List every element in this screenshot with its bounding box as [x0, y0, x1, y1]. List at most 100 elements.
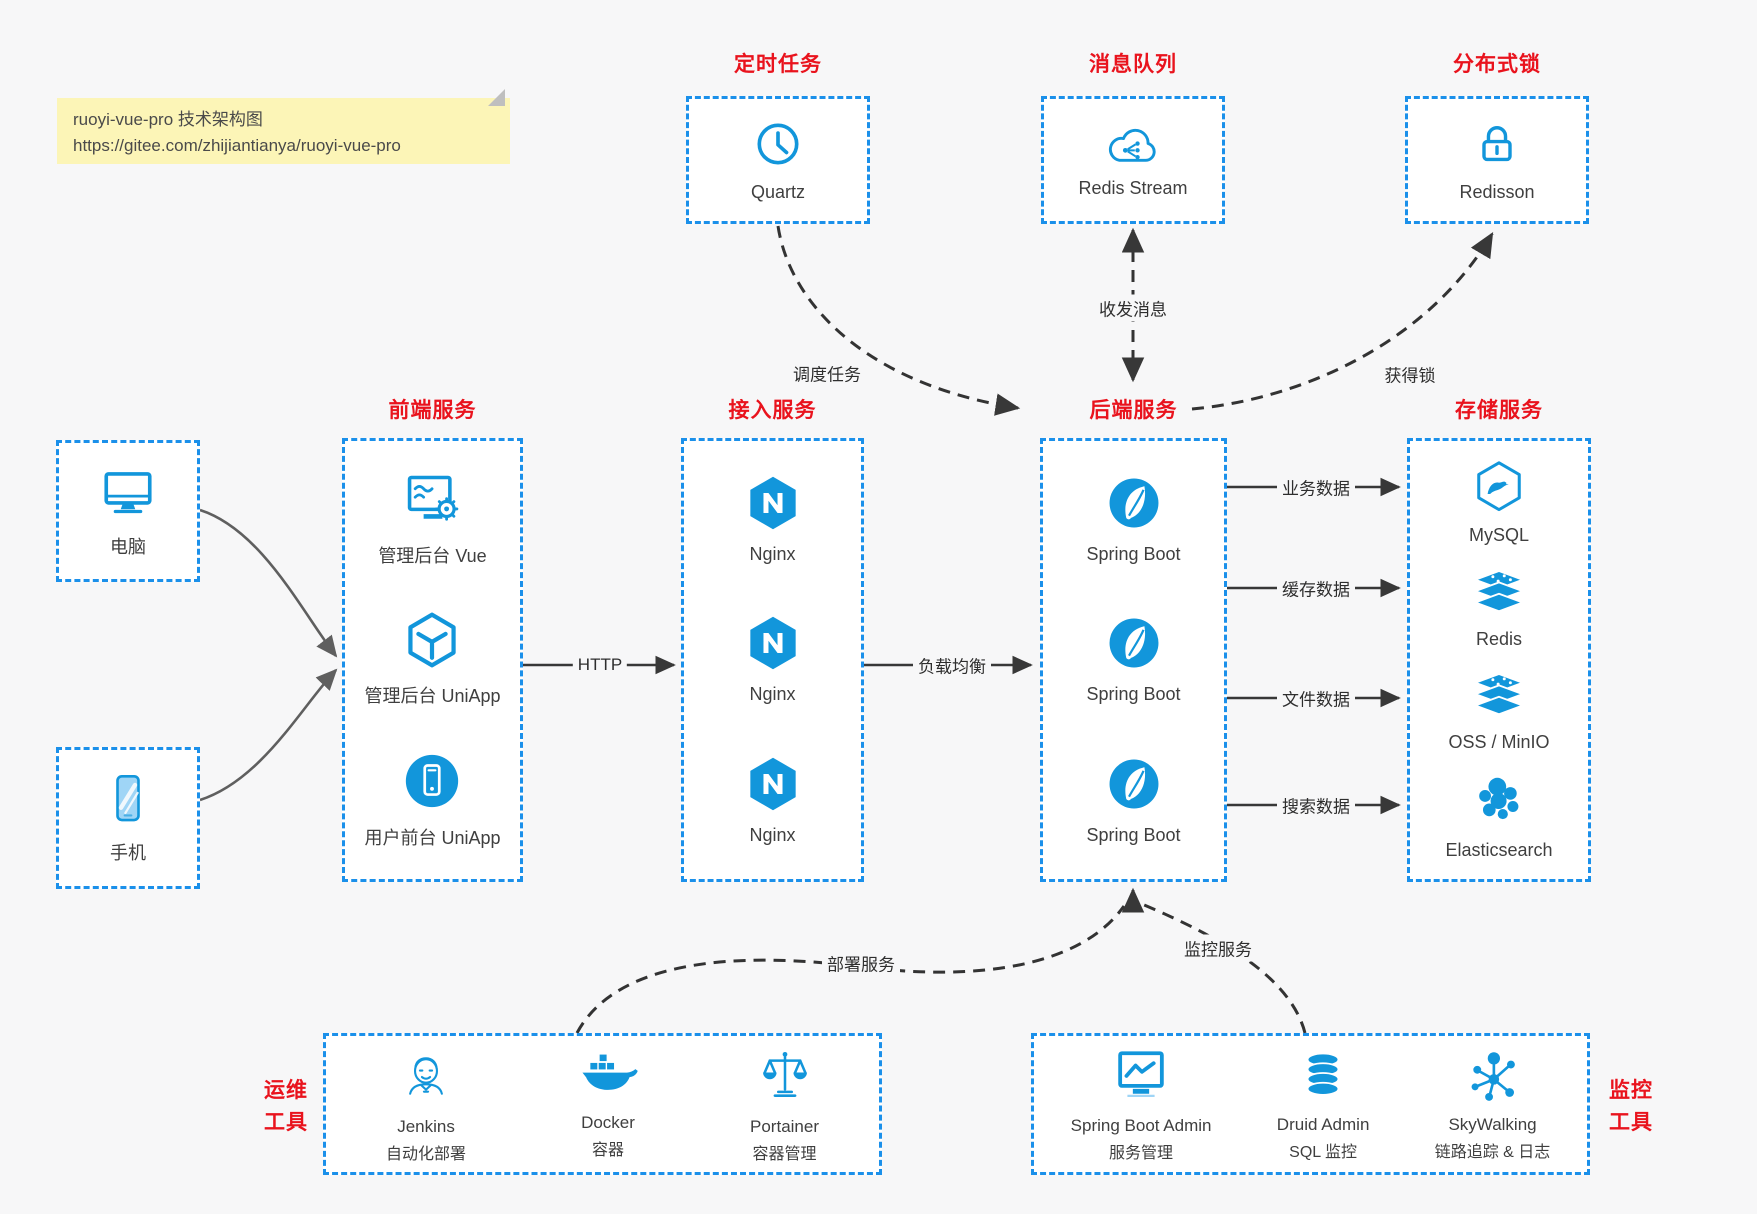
node-mysql: MySQL — [1469, 459, 1529, 546]
redis-icon — [1471, 567, 1527, 622]
desktop-icon — [99, 463, 157, 526]
node-label: Spring Boot — [1086, 684, 1181, 705]
ops-group-box: Jenkins 自动化部署 Docker 容器 Portainer 容器管理 — [323, 1033, 882, 1175]
monitoring-group-box: Spring Boot Admin 服务管理 Druid Admin SQL 监… — [1031, 1033, 1590, 1175]
node-label: MySQL — [1468, 525, 1529, 546]
node-pc: 电脑 — [99, 463, 157, 559]
nginx-icon — [744, 755, 802, 818]
node-label: OSS / MinIO — [1448, 732, 1550, 753]
ops-group-title: 运维 工具 — [264, 1079, 308, 1134]
node-jenkins: Jenkins 自动化部署 — [386, 1045, 466, 1164]
node-name: Druid Admin — [1276, 1114, 1370, 1134]
node-label: Nginx — [749, 825, 796, 846]
node-label: 管理后台 Vue — [378, 546, 487, 566]
node-label: Redis Stream — [1078, 177, 1188, 198]
edge-label-monitor-service: 监控服务 — [1179, 934, 1257, 962]
note-fold-corner — [488, 89, 505, 106]
node-spring-boot-admin: Spring Boot Admin 服务管理 — [1070, 1046, 1212, 1163]
portainer-icon — [758, 1045, 812, 1110]
node-desc: 链路追踪 & 日志 — [1434, 1143, 1551, 1161]
edge-label-http: HTTP — [572, 654, 628, 676]
node-label: Elasticsearch — [1445, 839, 1553, 860]
elasticsearch-icon — [1471, 774, 1527, 833]
scheduler-group-box: Quartz — [686, 96, 870, 224]
edge-acquire-lock — [1191, 232, 1494, 411]
node-admin-uniapp: 管理后台 UniApp — [364, 610, 501, 708]
druid-icon — [1297, 1047, 1349, 1108]
edge-label-cache-data: 缓存数据 — [1277, 574, 1355, 602]
node-label: 电脑 — [110, 537, 146, 557]
frontend-group-title: 前端服务 — [388, 399, 477, 422]
spring-boot-icon — [1105, 755, 1163, 818]
node-druid-admin: Druid Admin SQL 监控 — [1276, 1047, 1370, 1162]
node-nginx-3: Nginx — [744, 755, 802, 846]
edge-label-file-data: 文件数据 — [1277, 684, 1355, 712]
edge-label-send-receive-message: 收发消息 — [1094, 294, 1172, 322]
node-nginx-1: Nginx — [744, 474, 802, 565]
spring-boot-icon — [1105, 614, 1163, 677]
edge-label-deploy-service: 部署服务 — [822, 949, 900, 977]
oss-icon — [1471, 670, 1527, 725]
node-elasticsearch: Elasticsearch — [1445, 774, 1553, 861]
node-oss-minio: OSS / MinIO — [1448, 670, 1550, 753]
node-name: Portainer — [750, 1116, 819, 1136]
node-redis: Redis — [1471, 567, 1527, 650]
node-desc: 自动化部署 — [386, 1145, 467, 1163]
node-name: Jenkins — [397, 1116, 455, 1136]
nginx-icon — [744, 474, 802, 537]
edge-pc-to-frontend — [199, 508, 338, 658]
node-docker: Docker 容器 — [578, 1049, 638, 1160]
client-pc-box: 电脑 — [56, 440, 200, 582]
node-mobile: 手机 — [100, 771, 156, 865]
note-title: ruoyi-vue-pro 技术架构图 — [73, 110, 263, 129]
node-name: SkyWalking — [1448, 1114, 1537, 1134]
storage-group-title: 存储服务 — [1455, 399, 1543, 422]
edge-mobile-to-frontend — [199, 668, 338, 802]
clock-icon — [752, 118, 804, 175]
note-url: https://gitee.com/zhijiantianya/ruoyi-vu… — [73, 135, 401, 155]
lock-icon — [1471, 118, 1523, 175]
node-label: Nginx — [749, 684, 796, 705]
node-label: Quartz — [750, 181, 806, 202]
node-desc: 服务管理 — [1109, 1144, 1174, 1162]
monitoring-group-title: 监控 工具 — [1609, 1079, 1653, 1134]
mysql-icon — [1472, 459, 1526, 518]
gateway-group-box: Nginx Nginx Nginx — [681, 438, 864, 882]
edge-label-biz-data: 业务数据 — [1277, 473, 1355, 501]
edge-monitor-service — [1141, 902, 1307, 1034]
node-desc: 容器管理 — [752, 1145, 817, 1163]
node-name: Docker — [581, 1112, 635, 1132]
edge-label-acquire-lock: 获得锁 — [1379, 360, 1441, 388]
node-desc: 容器 — [592, 1141, 625, 1159]
mq-group-box: Redis Stream — [1041, 96, 1225, 224]
node-springboot-1: Spring Boot — [1086, 474, 1181, 565]
spring-boot-admin-icon — [1112, 1046, 1170, 1109]
backend-group-box: Spring Boot Spring Boot Spring Boot — [1040, 438, 1227, 882]
scheduler-group-title: 定时任务 — [734, 53, 822, 76]
node-label: Redis — [1475, 628, 1523, 649]
node-skywalking: SkyWalking 链路追踪 & 日志 — [1434, 1047, 1551, 1162]
node-name: Spring Boot Admin — [1070, 1115, 1212, 1135]
skywalking-icon — [1465, 1047, 1521, 1108]
cloud-stream-icon — [1104, 122, 1162, 171]
node-redisson: Redisson — [1459, 118, 1535, 203]
node-label: Spring Boot — [1086, 543, 1181, 564]
jenkins-icon — [400, 1045, 452, 1110]
edge-label-load-balance: 负载均衡 — [913, 651, 991, 679]
nginx-icon — [744, 614, 802, 677]
storage-group-box: MySQL Redis OSS / MinIO Elasticsearch — [1407, 438, 1591, 882]
frontend-group-box: 管理后台 Vue 管理后台 UniApp 用户前台 UniApp — [342, 438, 523, 882]
node-label: 管理后台 UniApp — [364, 686, 501, 706]
node-desc: SQL 监控 — [1289, 1143, 1358, 1161]
node-portainer: Portainer 容器管理 — [750, 1045, 819, 1164]
node-springboot-2: Spring Boot — [1086, 614, 1181, 705]
node-admin-vue: 管理后台 Vue — [378, 470, 487, 568]
smartphone-icon — [100, 771, 156, 832]
spring-boot-icon — [1105, 474, 1163, 537]
mq-group-title: 消息队列 — [1089, 53, 1177, 76]
node-label: Redisson — [1459, 181, 1535, 202]
mobile-app-icon — [401, 750, 463, 817]
node-springboot-3: Spring Boot — [1086, 755, 1181, 846]
client-mobile-box: 手机 — [56, 747, 200, 889]
